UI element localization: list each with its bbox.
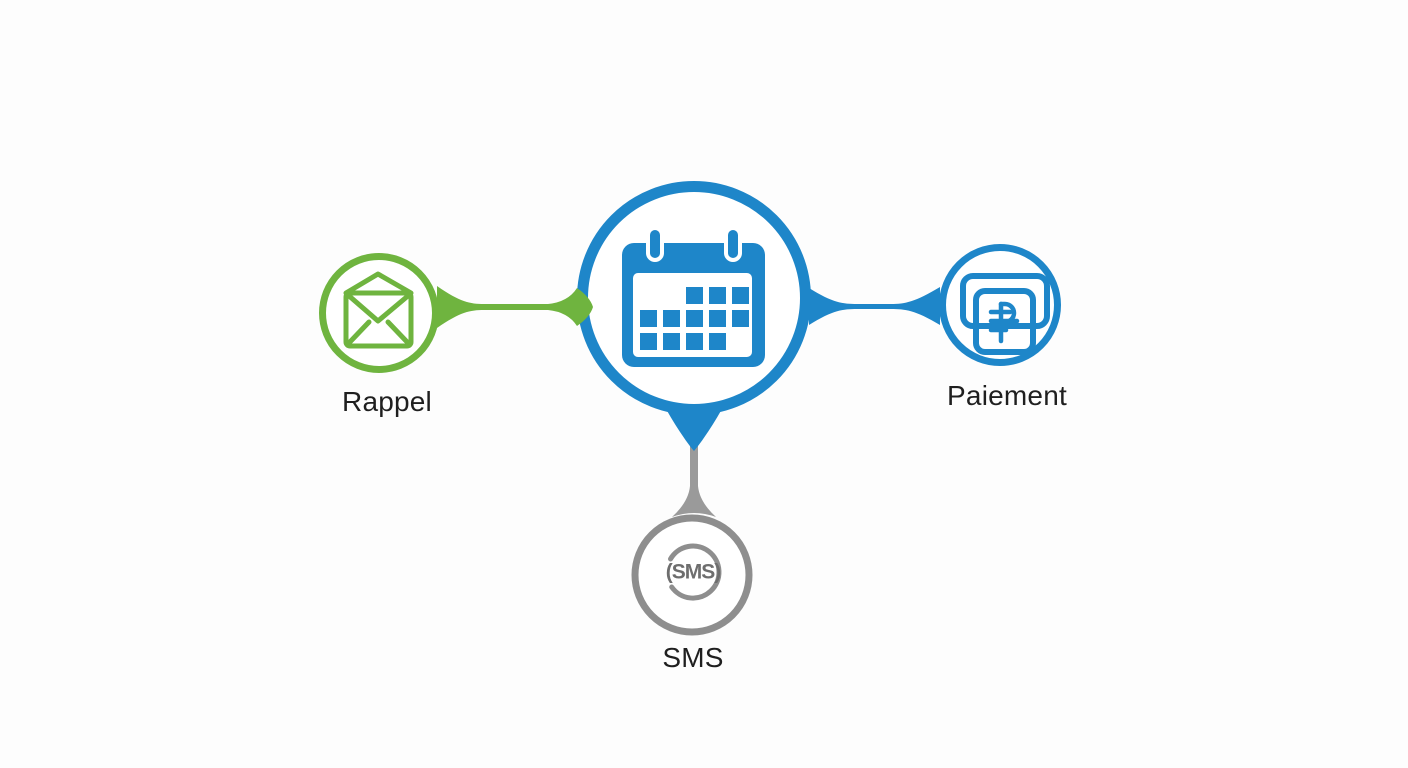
label-rappel: Rappel	[342, 385, 432, 417]
connector-center-paiement	[809, 287, 940, 325]
sms-ring-icon: (SMS)	[666, 543, 722, 601]
label-sms: SMS	[662, 641, 724, 673]
calendar-icon	[622, 226, 765, 367]
currency-symbol	[988, 301, 1020, 344]
open-envelope-icon	[343, 271, 414, 349]
label-paiement: Paiement	[947, 379, 1067, 411]
sms-icon-text: (SMS)	[666, 561, 721, 584]
payment-card-icon	[960, 273, 1050, 355]
connector-center-sms	[661, 400, 727, 517]
node-circle-sms	[631, 514, 753, 636]
connector-rappel-center	[437, 286, 593, 328]
calendar-grid	[640, 287, 749, 350]
